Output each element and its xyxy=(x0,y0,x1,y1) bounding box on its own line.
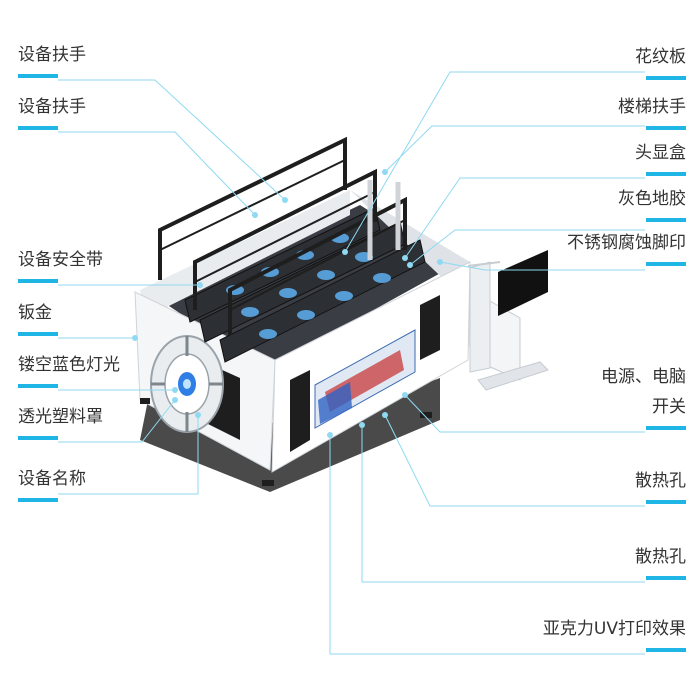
label-stair-handrail: 楼梯扶手 xyxy=(618,97,686,117)
label-underline-vent-1 xyxy=(646,500,686,504)
label-underline-pattern-plate xyxy=(646,76,686,80)
leader-pattern-plate xyxy=(344,71,645,253)
label-plastic-cover: 透光塑料罩 xyxy=(18,407,103,427)
label-handrail-2: 设备扶手 xyxy=(18,97,86,117)
leader-steel-print xyxy=(439,261,645,271)
label-underline-uv-print xyxy=(646,648,686,652)
label-underline-sheet-metal xyxy=(18,332,58,336)
control-kiosk xyxy=(467,250,549,391)
label-uv-print: 亚克力UV打印效果 xyxy=(542,619,686,639)
leader-handrail-2 xyxy=(58,131,256,216)
handrail-front xyxy=(228,196,407,335)
label-handrail-1: 设备扶手 xyxy=(18,45,86,65)
leader-grey-floor xyxy=(409,229,645,266)
label-underline-plastic-cover xyxy=(18,436,58,440)
handrails xyxy=(158,136,407,335)
label-blue-light: 镂空蓝色灯光 xyxy=(18,355,120,375)
handrail-mid xyxy=(193,168,377,310)
label-device-name: 设备名称 xyxy=(18,469,86,489)
leader-device-name xyxy=(58,415,199,495)
label-underline-device-name xyxy=(18,498,58,502)
label-underline-seat-belt xyxy=(18,279,58,283)
kiosk-base xyxy=(477,361,549,391)
leader-plastic-cover xyxy=(58,399,176,443)
label-underline-blue-light xyxy=(18,384,58,388)
label-underline-handrail-1 xyxy=(18,74,58,78)
uv-print-graphic-accent-2 xyxy=(318,382,352,424)
label-grey-floor: 灰色地胶 xyxy=(618,189,686,209)
label-underline-power-switch xyxy=(646,426,686,430)
machine-feet xyxy=(140,398,432,486)
label-power-switch: 电源、电脑 开关 xyxy=(601,367,686,417)
label-vent-2: 散热孔 xyxy=(635,547,686,567)
label-underline-steel-print xyxy=(646,262,686,266)
leader-power-switch xyxy=(404,394,645,433)
label-pattern-plate: 花纹板 xyxy=(635,47,686,67)
label-underline-stair-handrail xyxy=(646,126,686,130)
leader-stair-handrail xyxy=(384,125,645,173)
label-underline-handrail-2 xyxy=(18,126,58,130)
label-vent-1: 散热孔 xyxy=(635,471,686,491)
leader-vent-2 xyxy=(361,425,645,583)
machine-back-wall xyxy=(140,190,350,318)
label-seat-belt: 设备安全带 xyxy=(18,250,103,270)
machine-right-wall xyxy=(350,190,470,350)
label-steel-print: 不锈钢腐蚀脚印 xyxy=(567,233,686,253)
handrail-rear xyxy=(158,136,347,280)
front-panel-1 xyxy=(290,370,310,452)
leader-headset-box xyxy=(404,177,645,259)
leader-vent-1 xyxy=(384,414,645,507)
label-headset-box: 头显盒 xyxy=(635,143,686,163)
label-underline-vent-2 xyxy=(646,576,686,580)
leader-handrail-1 xyxy=(58,79,286,201)
label-underline-grey-floor xyxy=(646,218,686,222)
label-sheet-metal: 钣金 xyxy=(18,303,52,323)
label-underline-headset-box xyxy=(646,172,686,176)
front-panel-2 xyxy=(420,295,440,360)
kiosk-screen xyxy=(498,250,548,316)
leader-uv-print xyxy=(329,435,645,655)
blue-light-glow xyxy=(183,379,191,389)
